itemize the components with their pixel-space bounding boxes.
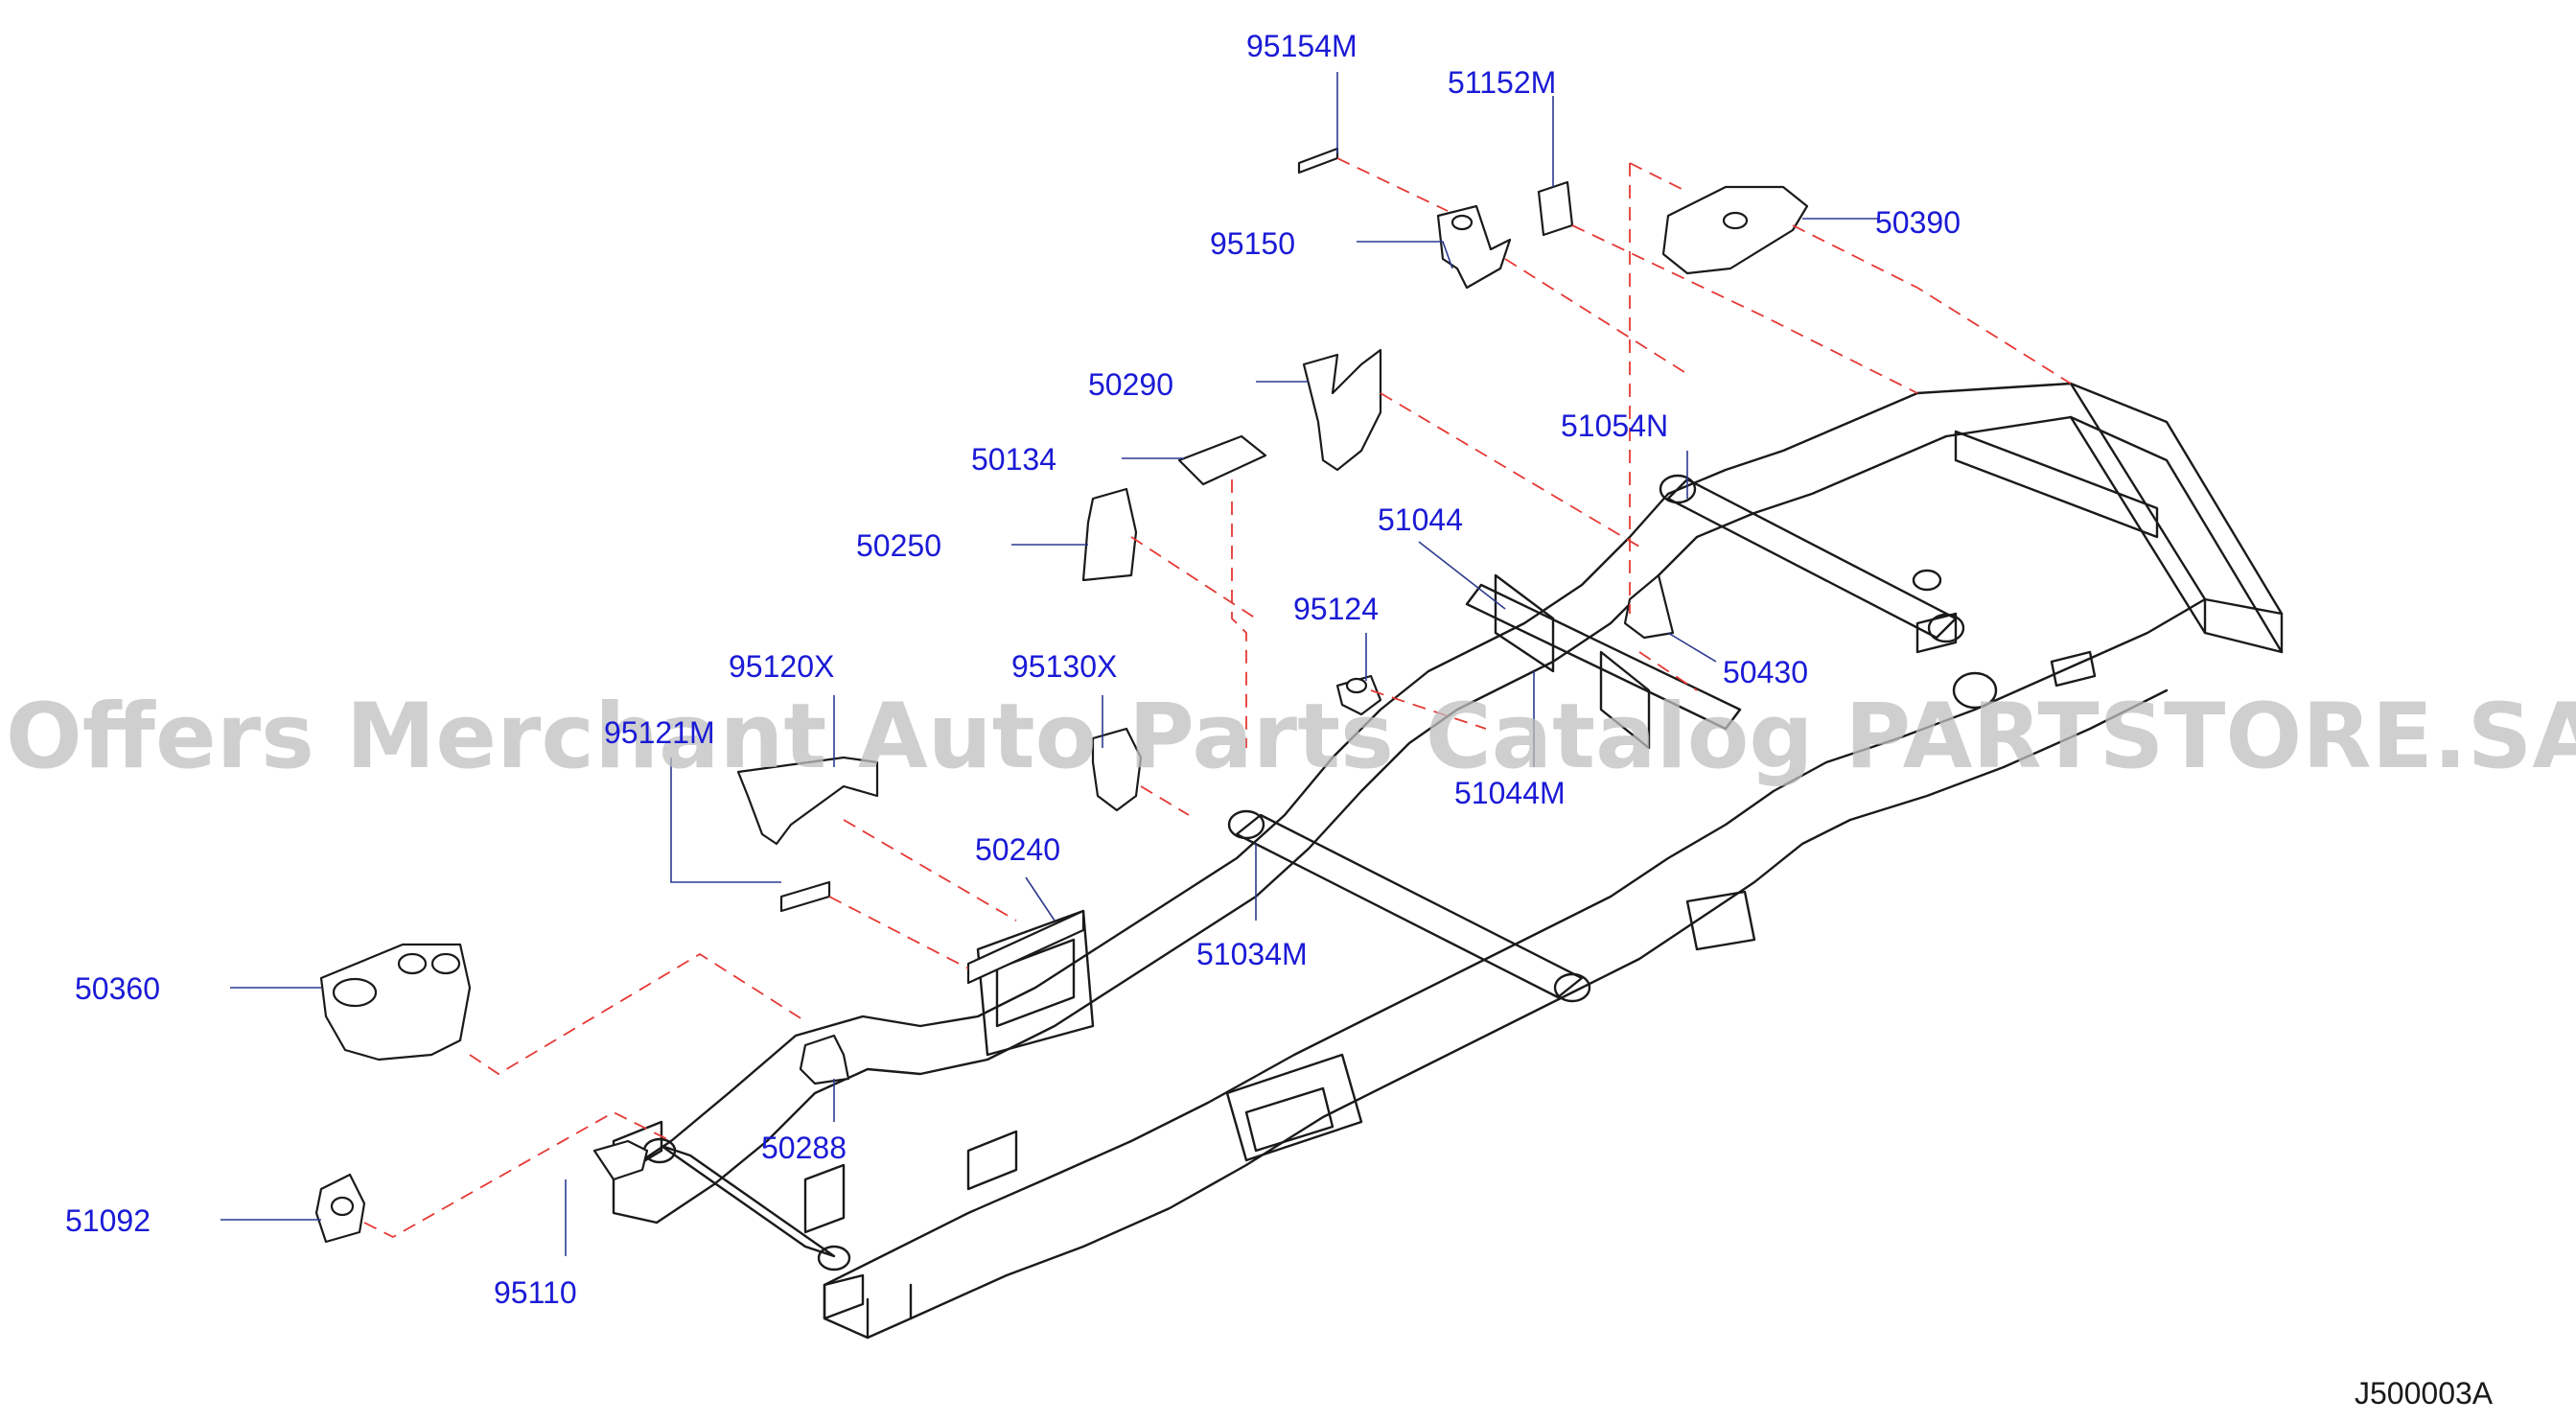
- part-label-50360[interactable]: 50360: [75, 971, 160, 1006]
- part-label-95130X[interactable]: 95130X: [1011, 649, 1117, 684]
- part-label-95124[interactable]: 95124: [1293, 592, 1379, 626]
- part-shape-50360: [319, 943, 472, 1061]
- part-label-95120X[interactable]: 95120X: [729, 649, 834, 684]
- part-label-51034M[interactable]: 51034M: [1196, 937, 1308, 971]
- part-label-51092[interactable]: 51092: [65, 1203, 151, 1238]
- part-label-51044[interactable]: 51044: [1378, 502, 1463, 537]
- part-shape-51152M: [1537, 180, 1574, 237]
- part-label-50288[interactable]: 50288: [761, 1131, 847, 1165]
- part-label-50290[interactable]: 50290: [1088, 367, 1173, 402]
- part-shape-95120X: [736, 756, 879, 846]
- part-label-50430[interactable]: 50430: [1723, 655, 1808, 689]
- detached-parts: [314, 147, 1809, 1244]
- part-shape-50290: [1302, 348, 1382, 472]
- diagram-code: J500003A: [2355, 1376, 2494, 1411]
- part-shape-50430: [1623, 573, 1675, 640]
- leader-lines: [220, 72, 1879, 1256]
- part-shape-50240: [966, 909, 1085, 985]
- part-labels: 95154M 51152M 95150 50390 50290 51054N 5…: [65, 29, 1961, 1310]
- part-shape-50390: [1661, 185, 1809, 275]
- part-label-51152M[interactable]: 51152M: [1448, 65, 1556, 100]
- part-shape-50134: [1177, 434, 1267, 486]
- part-label-50390[interactable]: 50390: [1875, 205, 1961, 240]
- part-shape-95121M: [779, 880, 831, 913]
- part-label-95121M[interactable]: 95121M: [604, 715, 715, 750]
- part-label-51054N[interactable]: 51054N: [1561, 408, 1668, 443]
- part-label-50134[interactable]: 50134: [971, 442, 1056, 477]
- part-label-50250[interactable]: 50250: [856, 528, 941, 563]
- part-shape-95154M: [1297, 147, 1339, 175]
- part-shape-95130X: [1091, 727, 1143, 812]
- part-label-95150[interactable]: 95150: [1210, 226, 1295, 261]
- watermark: Offers Merchant Auto Parts Catalog PARTS…: [6, 685, 2576, 789]
- part-shape-50250: [1081, 487, 1138, 582]
- part-shape-50288: [799, 1034, 850, 1085]
- chassis-frame: [612, 382, 2284, 1340]
- part-label-95110[interactable]: 95110: [494, 1275, 577, 1310]
- part-shape-95150: [1436, 204, 1512, 290]
- part-label-50240[interactable]: 50240: [975, 832, 1060, 867]
- part-label-95154M[interactable]: 95154M: [1246, 29, 1358, 63]
- part-shape-95110: [592, 1139, 649, 1181]
- part-label-51044M[interactable]: 51044M: [1454, 776, 1566, 810]
- assembly-dashes: [363, 157, 2072, 1239]
